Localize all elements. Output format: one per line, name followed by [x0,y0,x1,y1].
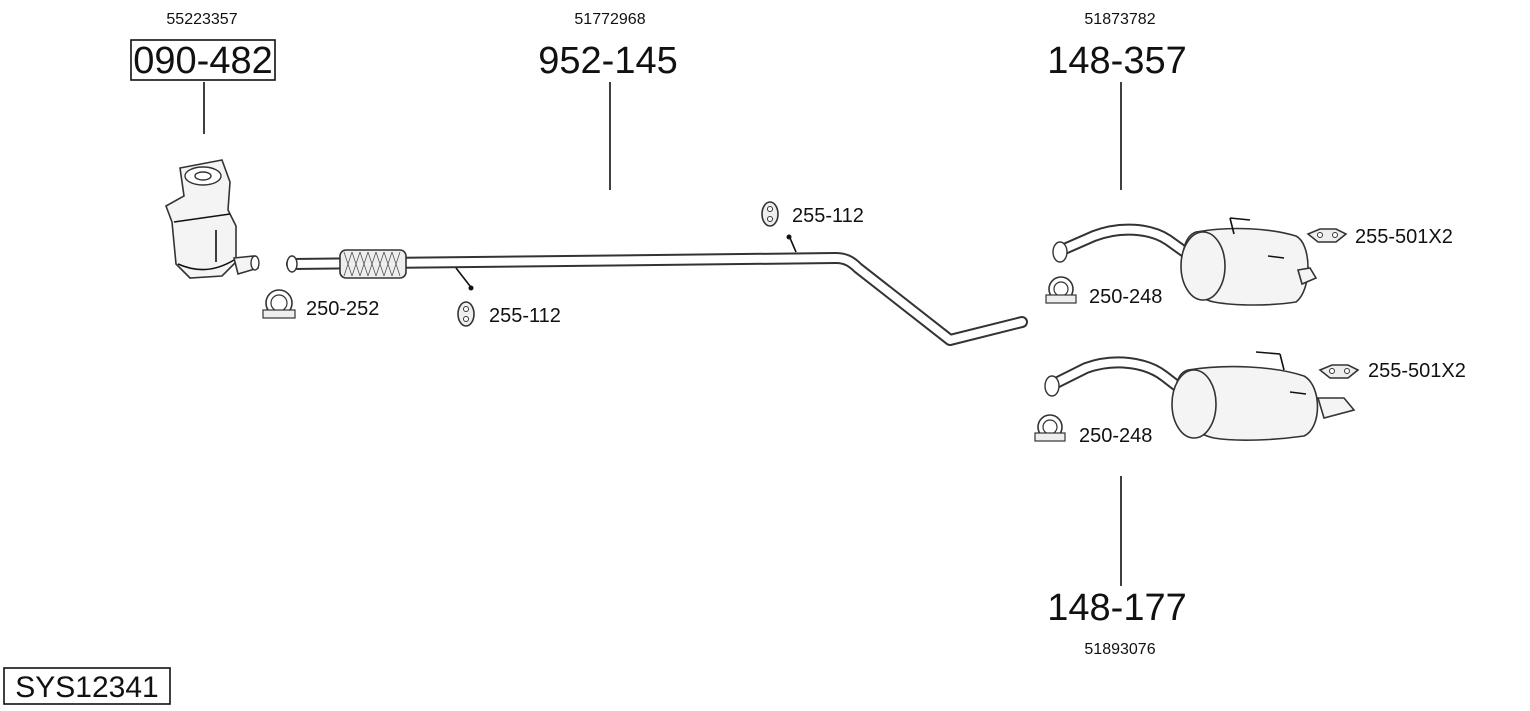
hanger-mount-icon[interactable] [1306,228,1348,243]
rubber-mount-icon[interactable] [761,201,779,227]
clamp-catalyst-label[interactable]: 250-252 [306,298,379,320]
system-code: SYS12341 [15,671,158,704]
clamp-icon[interactable] [1034,414,1066,442]
rear-silencer-lower-oe-number: 51893076 [1084,641,1155,658]
rear-silencer-upper-oe-number: 51873782 [1084,11,1155,28]
clamp-icon[interactable] [262,289,296,319]
catalyst-group: 55223357 090-482 [130,11,276,279]
rear-silencer-upper-drawing[interactable] [1052,217,1318,306]
front-pipe-group: 51772968 952-145 [286,11,1028,346]
rear-silencer-lower-part-number[interactable]: 148-177 [1047,587,1186,629]
system-code-group: SYS12341 [3,667,171,705]
clamp-catalyst-group: 250-252 [262,289,379,320]
mount-upper-group: 255-501X2 [1306,226,1453,248]
catalyst-drawing[interactable] [165,159,260,279]
clamp-lower-label[interactable]: 250-248 [1079,425,1152,447]
rear-silencer-lower-drawing[interactable] [1044,351,1356,441]
mount-upper-label[interactable]: 255-501X2 [1355,226,1453,248]
rear-silencer-lower-label-group: 148-177 51893076 [1047,476,1187,658]
rubber-mid-label[interactable]: 255-112 [792,205,864,227]
rubber-mid-group: 255-112 [761,201,864,227]
mount-lower-group: 255-501X2 [1318,360,1466,382]
hanger-mount-icon[interactable] [1318,364,1360,379]
rear-silencer-upper-part-number[interactable]: 148-357 [1047,40,1186,82]
catalyst-part-box [130,39,276,81]
front-pipe-oe-number: 51772968 [574,11,645,28]
system-code-box [3,667,171,705]
clamp-upper-group: 250-248 [1045,276,1162,308]
clamp-lower-group: 250-248 [1034,414,1152,447]
rear-silencer-lower-group [1044,351,1356,441]
mount-lower-label[interactable]: 255-501X2 [1368,360,1466,382]
front-pipe-part-number[interactable]: 952-145 [538,40,677,82]
clamp-icon[interactable] [1045,276,1077,304]
rubber-front-group: 255-112 [457,301,561,327]
clamp-upper-label[interactable]: 250-248 [1089,286,1162,308]
rear-silencer-upper-group: 51873782 148-357 [1047,11,1318,306]
catalyst-oe-number: 55223357 [166,11,237,28]
rubber-mount-icon[interactable] [457,301,475,327]
front-pipe-drawing[interactable] [286,234,1028,346]
rubber-front-label[interactable]: 255-112 [489,305,561,327]
catalyst-part-number[interactable]: 090-482 [133,40,272,82]
